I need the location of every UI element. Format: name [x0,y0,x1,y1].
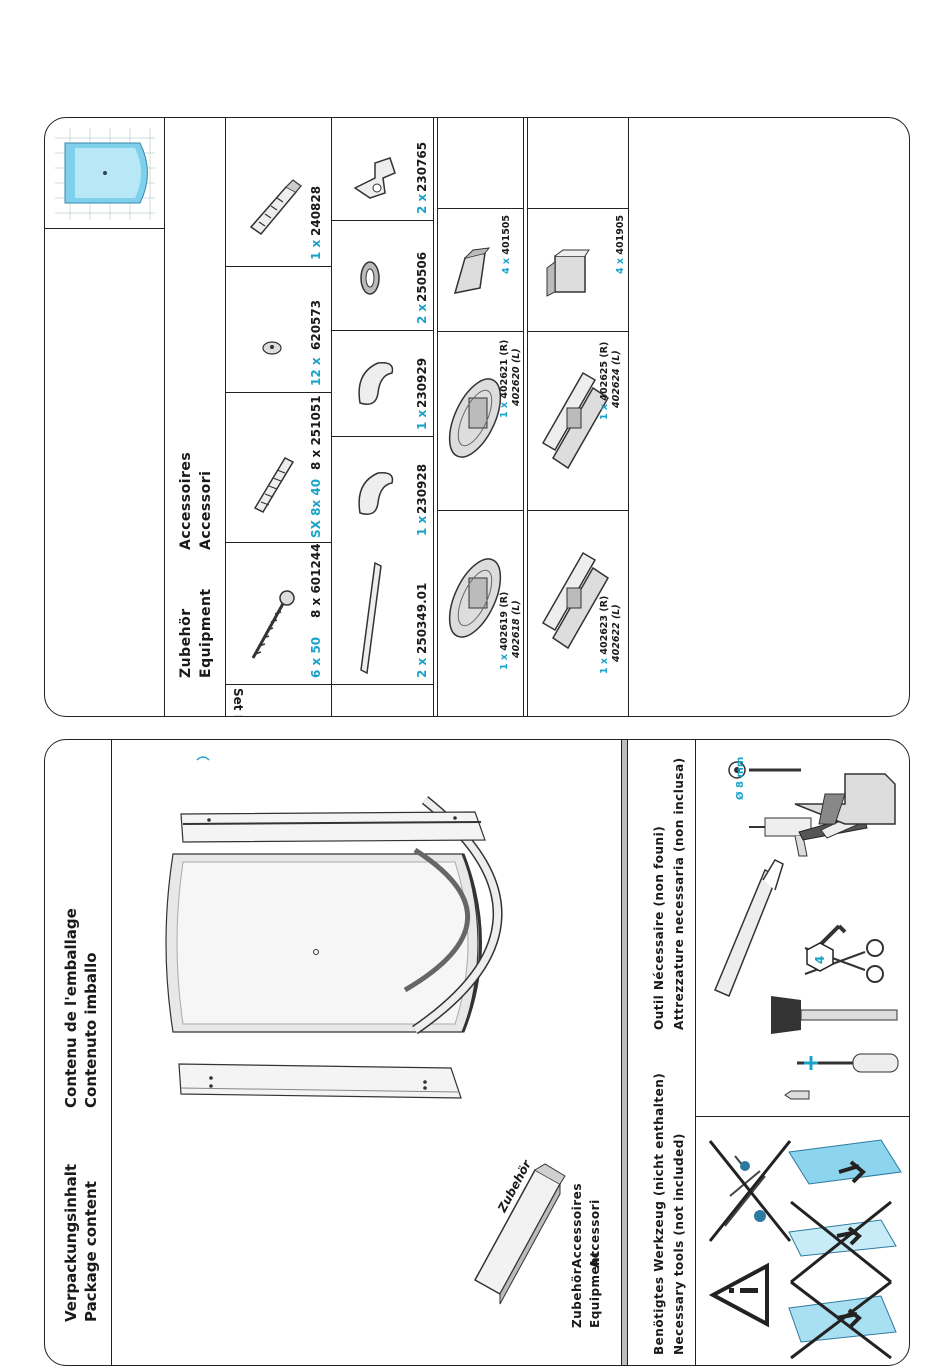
part-label: 2 x [415,193,429,214]
wall-plug-icon [253,457,295,513]
glass-clamp-icon [546,249,590,297]
part-label: 230928 [415,463,429,514]
part-label: 620573 [309,299,323,350]
part-label: 1 x 402621 (R) [499,339,510,418]
part-label: 4 x 401505 [501,214,512,274]
part-label: 250349.01 [415,582,429,654]
end-cap-icon [358,471,394,515]
set-number: Set Nr. 751374 [231,688,245,716]
saw-icon [714,859,784,997]
title-fr: Contenu de l'emballage [62,908,80,1108]
clip-icon [353,157,396,199]
part-label: 1 x 402623 (R) [599,595,610,674]
cap-icon [262,341,282,355]
roller-hinge-icon [448,378,502,458]
accessory-box-icon [473,1163,566,1305]
flat-hinge-icon [541,371,609,470]
drill-size-label: Ø 8 mm [735,756,746,800]
part-label: 1 x 402619 (R) [499,591,510,670]
part-label: 1 x [415,409,429,430]
part-label: 1 x 402625 (R) [599,341,610,420]
hex-size-badge [806,942,834,972]
curved-door-icon [165,853,482,1033]
side-panel-left-icon [178,1063,462,1099]
title-de: Verpackungsinhalt [62,1163,80,1322]
drill-bit-icon [728,761,801,779]
pencil-icon [784,1090,810,1100]
part-label: 6 x 50 [309,636,323,678]
roller-hinge-icon [448,558,502,638]
header-accessori: Accessori [198,470,214,550]
screwdriver-icon [797,1053,899,1073]
accessories-panel: Zubehör Equipment Accessoires Accessori … [44,117,910,717]
part-label-alt: 402620 (L) [511,348,522,406]
header-equipment: Equipment [198,588,214,678]
guide-icon [249,179,302,236]
part-label: 1 x [415,515,429,536]
part-label: 1 x [309,239,323,260]
header-accessoires: Accessoires [178,451,194,550]
screw-icon [251,590,295,659]
no-silicone-icon [708,1140,792,1242]
power-drill-icon [794,773,896,825]
end-cap-icon [358,361,394,405]
part-label: 230929 [415,357,429,408]
title-en: Package content [82,1181,100,1322]
hex-size-label: 4 [813,955,827,964]
seal-strip-icon [360,561,382,675]
shower-enclosure-thumbnail [55,128,155,220]
acc-accessori: Accessori [588,1199,602,1268]
warning-icon [708,1262,769,1328]
part-label: 2 x [415,303,429,324]
part-label: 4 x 401905 [615,214,626,274]
acc-accessoires: Accessoires [570,1183,584,1268]
part-label: 230765 [415,141,429,192]
glass-handling-icon [788,1139,902,1360]
tools-title-en: Necessary tools (not included) [672,1133,686,1355]
part-label: 12 x [309,357,323,386]
glass-clamp-icon [453,247,491,294]
part-label-alt: 402624 (L) [611,350,622,408]
washer-icon [360,261,380,295]
tools-title-it: Attrezzature necessaria (non inclusa) [672,757,686,1030]
part-label: 8 x 601244 [309,543,323,618]
package-content-panel: Verpackungsinhalt Package content Conten… [44,739,910,1366]
side-panel-right-icon [180,756,486,843]
acc-zubehor: Zubehör [570,1267,584,1328]
part-label: 2 x [415,657,429,678]
part-label-alt: 402622 (L) [611,604,622,662]
part-label: 8 x 251051 [309,395,323,470]
tools-title-fr: Outil Nécessaire (non founi) [652,825,666,1030]
part-label: 250506 [415,251,429,302]
part-label: SX 8x 40 [309,478,323,538]
flat-hinge-icon [541,551,609,650]
hammer-icon [771,996,898,1034]
tools-title-de: Benötigtes Werkzeug (nicht enthalten) [652,1072,666,1355]
header-zubehor: Zubehör [178,608,194,678]
title-it: Contenuto imballo [82,952,100,1108]
part-label: 240828 [309,185,323,236]
part-label-alt: 402618 (L) [511,600,522,658]
